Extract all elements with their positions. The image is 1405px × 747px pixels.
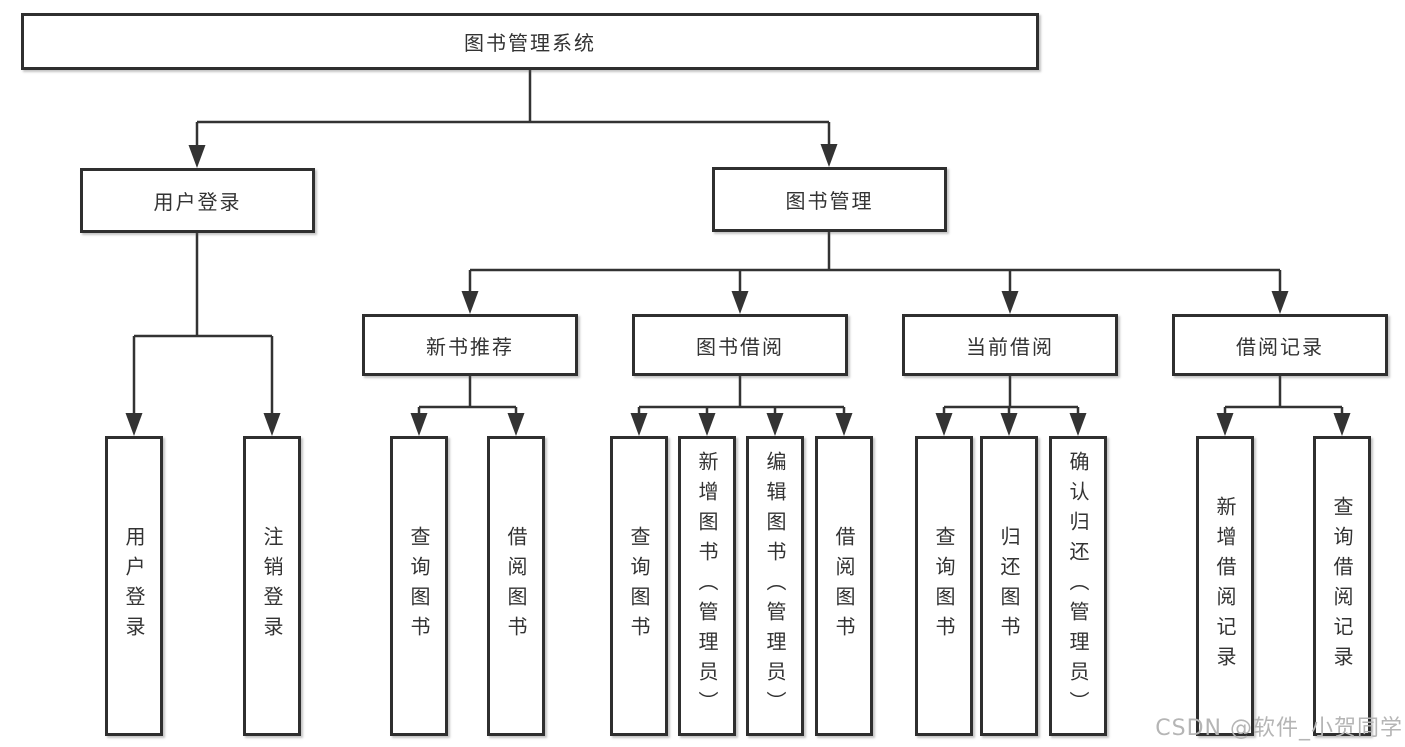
- connector-borrow-to-leaves: [637, 376, 846, 418]
- leaf-newbook-query-books-label: 查询图书: [407, 526, 431, 646]
- leaf-newbook-borrow-books: 借阅图书: [487, 436, 545, 736]
- leaf-current-query-books: 查询图书: [915, 436, 973, 736]
- node-borrow-records-label: 借阅记录: [1236, 334, 1324, 359]
- node-current-borrow: 当前借阅: [902, 314, 1118, 376]
- leaf-current-return-books-label: 归还图书: [997, 526, 1021, 646]
- connector-current-to-leaves: [942, 376, 1080, 418]
- node-user-login-label: 用户登录: [153, 190, 242, 214]
- leaf-records-query-record: 查询借阅记录: [1313, 436, 1371, 736]
- node-book-borrow: 图书借阅: [632, 314, 848, 376]
- leaf-current-query-books-label: 查询图书: [932, 526, 956, 646]
- leaf-borrow-query-books: 查询图书: [610, 436, 668, 736]
- node-book-management: 图书管理: [712, 167, 947, 232]
- node-new-book-recommend-label: 新书推荐: [426, 334, 514, 359]
- connector-login-to-leaves: [132, 233, 274, 418]
- leaf-user-login: 用户登录: [105, 436, 163, 736]
- connector-records-to-leaves: [1223, 376, 1344, 418]
- node-book-management-label: 图书管理: [785, 189, 874, 213]
- leaf-borrow-edit-books-admin: 编辑图书（管理员）: [746, 436, 804, 736]
- leaf-logout: 注销登录: [243, 436, 301, 736]
- node-new-book-recommend: 新书推荐: [362, 314, 578, 376]
- arrowheads: [125, 144, 1351, 436]
- leaf-current-return-books: 归还图书: [980, 436, 1038, 736]
- connector-bookmgmt-to-level3: [468, 232, 1282, 296]
- leaf-user-login-label: 用户登录: [122, 526, 146, 646]
- leaf-borrow-borrow-books: 借阅图书: [815, 436, 873, 736]
- leaf-current-confirm-return-admin-label: 确认归还（管理员）: [1066, 451, 1090, 721]
- node-borrow-records: 借阅记录: [1172, 314, 1388, 376]
- leaf-borrow-add-books-admin-label: 新增图书（管理员）: [695, 451, 719, 721]
- node-user-login: 用户登录: [80, 168, 315, 233]
- node-root-label: 图书管理系统: [464, 31, 596, 55]
- leaf-current-confirm-return-admin: 确认归还（管理员）: [1049, 436, 1107, 736]
- connector-newbook-to-leaves: [417, 376, 518, 418]
- leaf-newbook-borrow-books-label: 借阅图书: [504, 526, 528, 646]
- leaf-newbook-query-books: 查询图书: [390, 436, 448, 736]
- connector-root-to-level2: [195, 70, 831, 150]
- leaf-records-query-record-label: 查询借阅记录: [1330, 496, 1354, 676]
- watermark: CSDN @软件_小贺同学: [1155, 716, 1403, 741]
- node-current-borrow-label: 当前借阅: [966, 334, 1054, 359]
- leaf-records-add-record: 新增借阅记录: [1196, 436, 1254, 736]
- leaf-borrow-add-books-admin: 新增图书（管理员）: [678, 436, 736, 736]
- leaf-borrow-edit-books-admin-label: 编辑图书（管理员）: [763, 451, 787, 721]
- leaf-records-add-record-label: 新增借阅记录: [1213, 496, 1237, 676]
- node-root: 图书管理系统: [21, 13, 1039, 70]
- leaf-logout-label: 注销登录: [260, 526, 284, 646]
- leaf-borrow-borrow-books-label: 借阅图书: [832, 526, 856, 646]
- leaf-borrow-query-books-label: 查询图书: [627, 526, 651, 646]
- node-book-borrow-label: 图书借阅: [696, 334, 784, 359]
